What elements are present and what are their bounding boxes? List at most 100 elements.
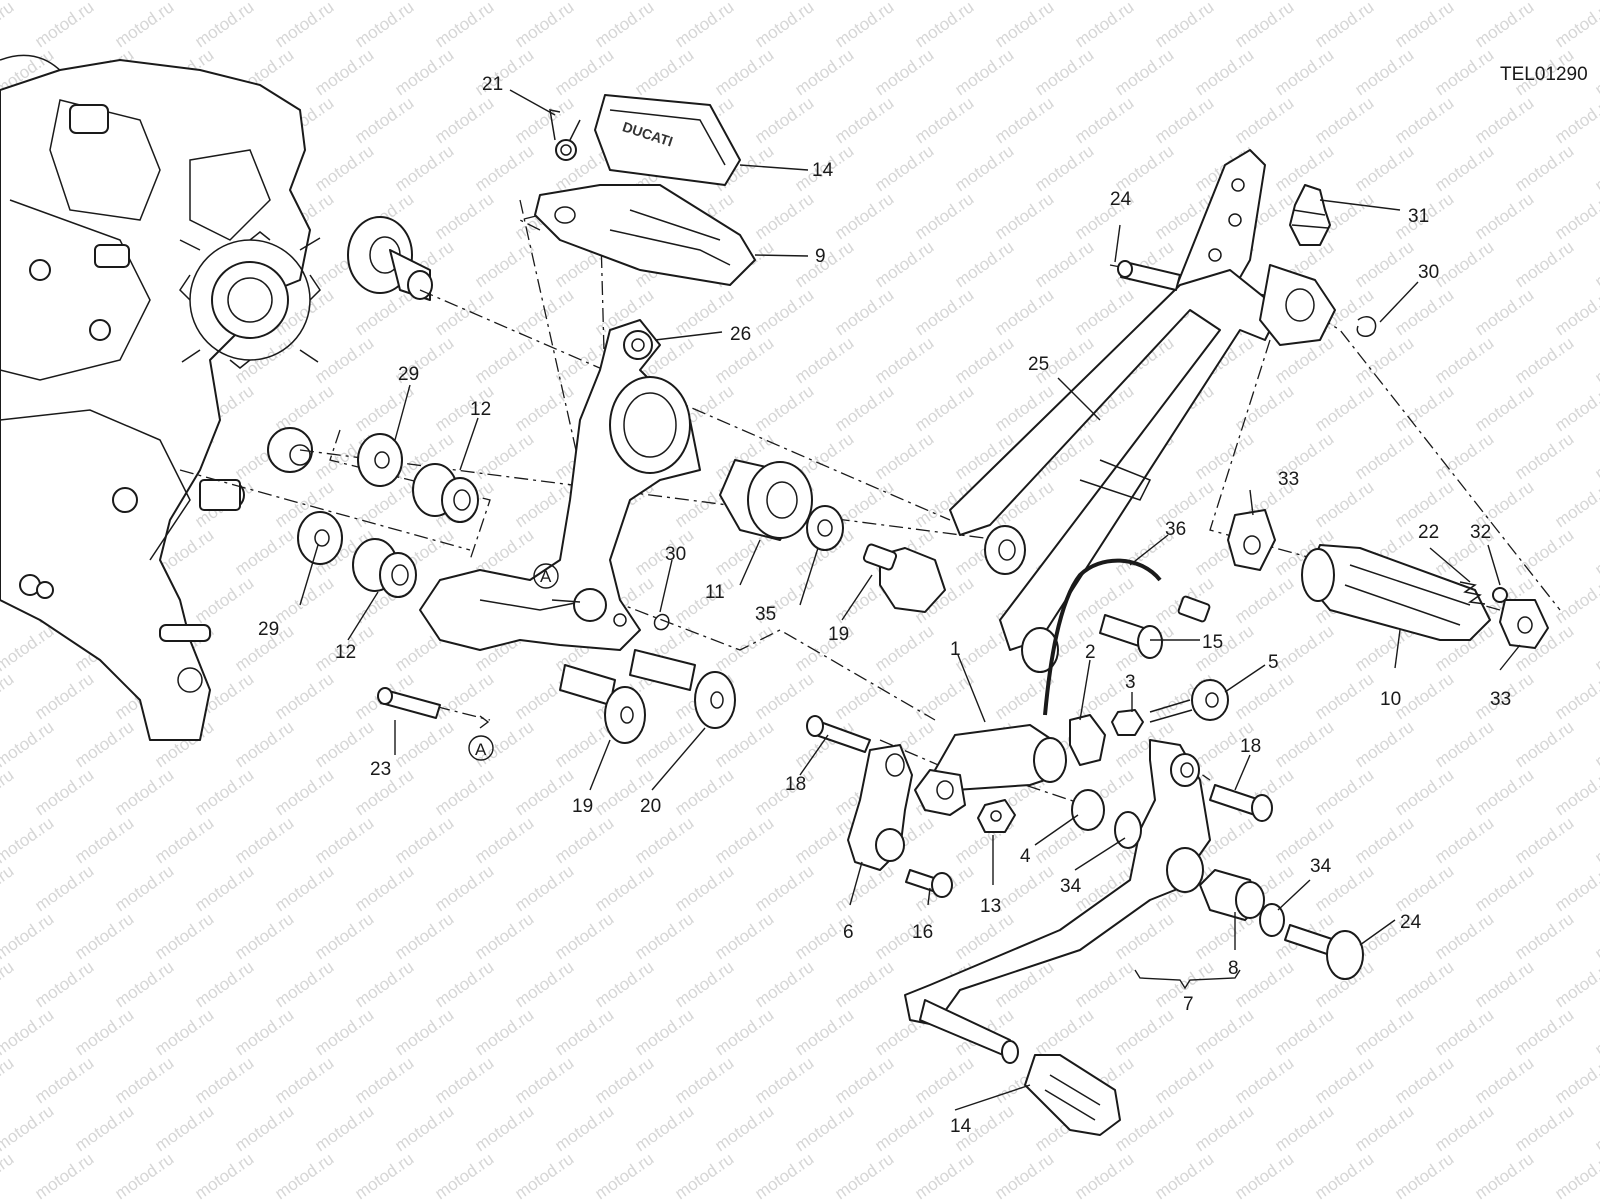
watermark-text: motod.ru xyxy=(591,1053,657,1107)
watermark-text: motod.ru xyxy=(551,1005,617,1059)
watermark-text: motod.ru xyxy=(231,813,297,867)
callout-22: 22 xyxy=(1418,522,1439,543)
watermark-text: motod.ru xyxy=(1551,477,1600,531)
watermark-text: motod.ru xyxy=(1271,45,1337,99)
callout-labels: 21 14 9 26 29 12 29 12 30 11 35 19 19 20… xyxy=(258,74,1511,1137)
callout-25: 24 xyxy=(1110,189,1132,210)
watermark-text: motod.ru xyxy=(0,909,57,963)
dust-boot-2 xyxy=(1069,714,1106,766)
watermark-text: motod.ru xyxy=(1431,237,1497,291)
watermark-text: motod.ru xyxy=(831,1053,897,1107)
watermark-text: motod.ru xyxy=(871,333,937,387)
watermark-text: motod.ru xyxy=(1391,765,1457,819)
watermark-text: motod.ru xyxy=(351,93,417,147)
watermark-text: motod.ru xyxy=(1111,45,1177,99)
watermark-text: motod.ru xyxy=(1111,1101,1177,1155)
watermark-text: motod.ru xyxy=(271,573,337,627)
watermark-text: motod.ru xyxy=(1031,141,1097,195)
watermark-text: motod.ru xyxy=(1591,429,1600,483)
watermark-text: motod.ru xyxy=(831,285,897,339)
rod-5 xyxy=(1149,679,1229,723)
watermark-text: motod.ru xyxy=(0,1005,57,1059)
watermark-text: motod.ru xyxy=(1471,285,1537,339)
callout-28: 26 xyxy=(730,324,751,345)
watermark-text: motod.ru xyxy=(431,1053,497,1107)
watermark-text: motod.ru xyxy=(751,861,817,915)
callout-34-right: 34 xyxy=(1310,856,1332,877)
watermark-text: motod.ru xyxy=(631,1101,697,1155)
watermark-text: motod.ru xyxy=(1071,0,1137,51)
callout-31: 31 xyxy=(1408,206,1429,227)
callout-13: 13 xyxy=(980,896,1001,917)
callout-5: 5 xyxy=(1268,652,1279,673)
watermark-text: motod.ru xyxy=(1311,669,1377,723)
bracket-27 xyxy=(949,149,1336,673)
watermark-text: motod.ru xyxy=(271,765,337,819)
watermark-text: motod.ru xyxy=(1471,0,1537,51)
watermark-text: motod.ru xyxy=(831,861,897,915)
watermark-text: motod.ru xyxy=(1311,93,1377,147)
lever-6 xyxy=(847,744,913,871)
callout-23: 21 xyxy=(482,74,503,95)
callout-30-left: 30 xyxy=(665,544,686,565)
watermark-text: motod.ru xyxy=(1391,1149,1457,1200)
watermark-text: motod.ru xyxy=(1431,813,1497,867)
watermark-text: motod.ru xyxy=(471,1005,537,1059)
watermark-text: motod.ru xyxy=(871,1101,937,1155)
watermark-text: motod.ru xyxy=(71,909,137,963)
watermark-text: motod.ru xyxy=(431,1149,497,1200)
watermark-text: motod.ru xyxy=(1351,1005,1417,1059)
watermark-text: motod.ru xyxy=(431,0,497,51)
watermark-text: motod.ru xyxy=(1431,45,1497,99)
pedal-rubber-14 xyxy=(1024,1054,1121,1136)
watermark-text: motod.ru xyxy=(351,957,417,1011)
watermark-text: motod.ru xyxy=(1111,1005,1177,1059)
watermark-text: motod.ru xyxy=(431,285,497,339)
watermark-text: motod.ru xyxy=(1311,1149,1377,1200)
footpeg-bracket-28: A xyxy=(419,319,701,651)
watermark-text: motod.ru xyxy=(1591,237,1600,291)
callout-10: 10 xyxy=(1380,689,1401,710)
callout-1: 1 xyxy=(950,639,961,660)
watermark-text: motod.ru xyxy=(1431,429,1497,483)
watermark-text: motod.ru xyxy=(831,957,897,1011)
watermark-text: motod.ru xyxy=(551,1101,617,1155)
watermark-text: motod.ru xyxy=(1591,1101,1600,1155)
watermark-text: motod.ru xyxy=(1231,957,1297,1011)
watermark-text: motod.ru xyxy=(1591,813,1600,867)
watermark-text: motod.ru xyxy=(1071,93,1137,147)
watermark-text: motod.ru xyxy=(391,141,457,195)
spring-22 xyxy=(1459,581,1486,605)
callout-30-right: 30 xyxy=(1418,262,1439,283)
watermark-text: motod.ru xyxy=(151,813,217,867)
washer-34-left xyxy=(1114,811,1142,849)
watermark-text: motod.ru xyxy=(1511,429,1577,483)
watermark-text: motod.ru xyxy=(831,0,897,51)
watermark-text: motod.ru xyxy=(1551,1149,1600,1200)
watermark-text: motod.ru xyxy=(231,525,297,579)
watermark-text: motod.ru xyxy=(631,813,697,867)
footpeg-9 xyxy=(534,184,756,286)
watermark-text: motod.ru xyxy=(1151,1053,1217,1107)
watermark-text: motod.ru xyxy=(0,1101,57,1155)
watermark-text: motod.ru xyxy=(191,1149,257,1200)
watermark-text: motod.ru xyxy=(911,189,977,243)
watermark-text: motod.ru xyxy=(1351,717,1417,771)
callout-24: 23 xyxy=(370,759,391,780)
callout-34-left: 34 xyxy=(1060,876,1082,897)
watermark-text: motod.ru xyxy=(1271,717,1337,771)
watermark-text: motod.ru xyxy=(1391,285,1457,339)
watermark-text: motod.ru xyxy=(1431,909,1497,963)
watermark-text: motod.ru xyxy=(31,669,97,723)
bolt-18-left xyxy=(806,715,871,753)
watermark-text: motod.ru xyxy=(991,189,1057,243)
watermark-text: motod.ru xyxy=(391,45,457,99)
watermark-text: motod.ru xyxy=(1591,45,1600,99)
nut-3 xyxy=(1111,709,1144,736)
bolt-16 xyxy=(1099,614,1163,659)
watermark-text: motod.ru xyxy=(1551,957,1600,1011)
watermark-text: motod.ru xyxy=(1471,189,1537,243)
watermark-text: motod.ru xyxy=(1191,1101,1257,1155)
watermark-text: motod.ru xyxy=(711,813,777,867)
watermark-text: motod.ru xyxy=(991,861,1057,915)
